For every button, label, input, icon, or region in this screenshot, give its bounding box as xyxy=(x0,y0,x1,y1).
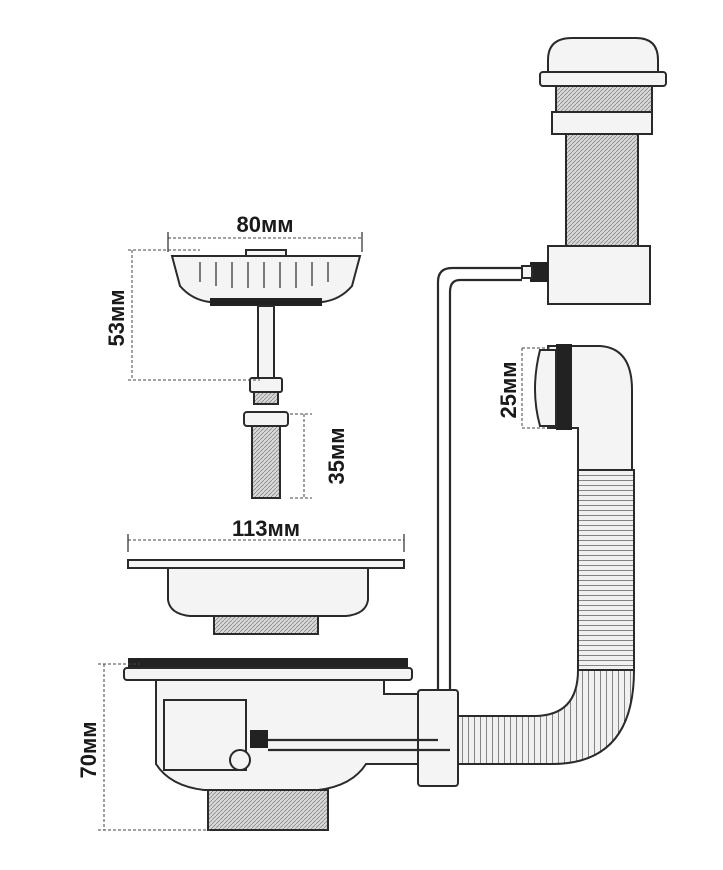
overflow-tube xyxy=(436,266,522,742)
flange-diameter-label: 113мм xyxy=(232,516,300,541)
body-height-label: 70мм xyxy=(76,721,101,778)
screw-length-label: 35мм xyxy=(324,427,349,484)
strainer-dimension-lines xyxy=(128,232,363,381)
overflow-cap-assembly xyxy=(521,37,667,305)
overflow-diameter-label: 25мм xyxy=(496,361,521,418)
strainer-height-label: 53мм xyxy=(104,289,129,346)
drain-body xyxy=(123,658,459,831)
overflow-outlet xyxy=(521,344,633,471)
strainer-diameter-label: 80мм xyxy=(236,212,293,237)
screw xyxy=(243,411,312,499)
sink-flange xyxy=(127,534,405,635)
strainer-basket xyxy=(170,249,362,405)
body-height-dimension xyxy=(98,663,210,831)
corrugated-hose xyxy=(455,469,636,765)
